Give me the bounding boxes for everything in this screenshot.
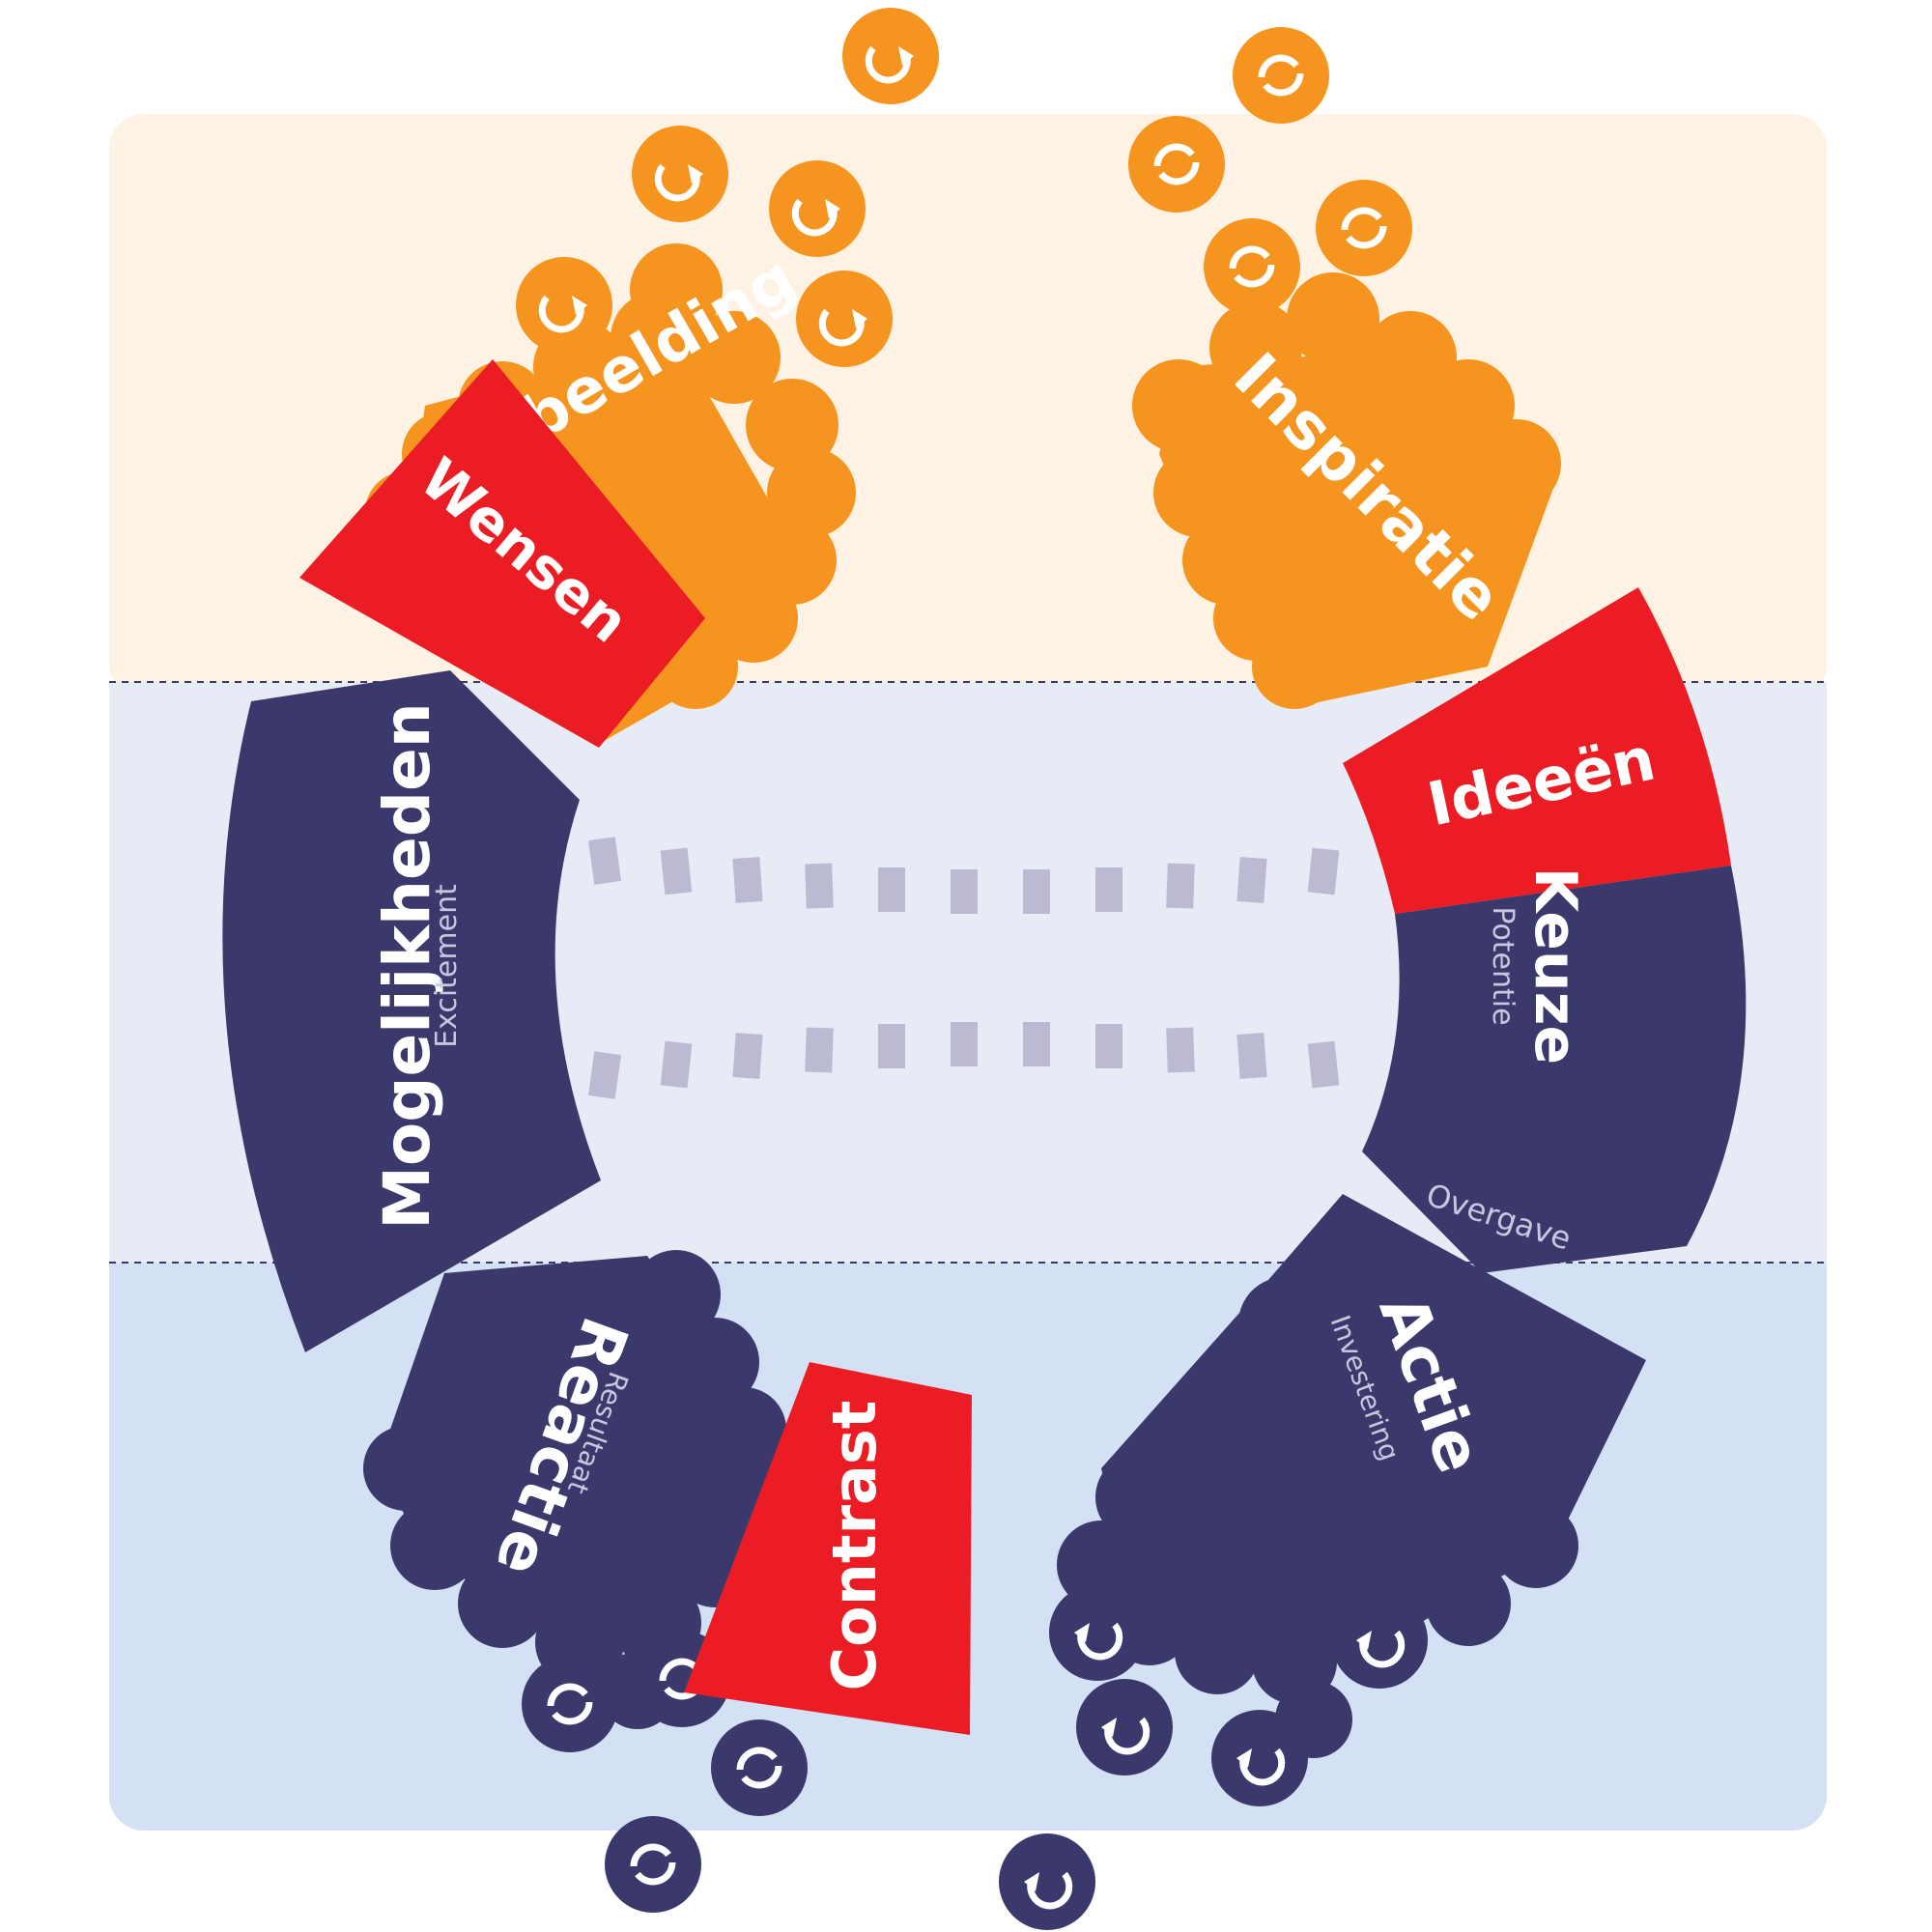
cycle-arrow-icon — [842, 8, 939, 104]
cycle-arrow-icon — [1076, 1679, 1173, 1776]
mogelijkheden-card — [222, 670, 602, 1352]
refresh-icon — [1128, 116, 1225, 213]
actie-blob — [1057, 1194, 1646, 1758]
dash-row-bottom — [587, 1022, 1340, 1099]
cycle-arrow-icon — [516, 257, 612, 354]
keuze-label: Keuze — [1521, 867, 1589, 1065]
cycle-arrow-icon — [1049, 1584, 1146, 1681]
refresh-icon — [711, 1719, 808, 1816]
keuze-card — [1362, 866, 1747, 1273]
cycle-arrow-icon — [769, 160, 866, 257]
dash-row-top — [587, 837, 1340, 914]
refresh-icon — [522, 1656, 618, 1752]
inspiratie-balls — [1128, 27, 1412, 315]
wensen-card — [299, 359, 705, 748]
cycle-arrow-icon — [1211, 1710, 1308, 1806]
cycle-arrow-icon — [796, 270, 893, 367]
refresh-icon — [605, 1816, 701, 1913]
excitement-label: Excitement — [430, 884, 464, 1048]
cycle-arrow-icon — [999, 1833, 1095, 1930]
cycle-arrow-icon — [1331, 1592, 1428, 1689]
refresh-icon — [1204, 218, 1300, 315]
refresh-icon — [1316, 180, 1412, 276]
refresh-icon — [1233, 27, 1329, 124]
contrast-card — [684, 1362, 972, 1735]
mogelijkheden-label: Mogelijkheden — [370, 702, 444, 1230]
ideeen-card — [1343, 587, 1731, 914]
contrast-label: Contrast — [819, 1401, 890, 1691]
cycle-arrow-icon — [632, 126, 728, 222]
potentie-label: Potentie — [1486, 906, 1520, 1025]
center-connector — [587, 837, 1340, 1099]
actie-balls — [999, 1584, 1428, 1930]
inspiratie-blob — [1132, 272, 1561, 709]
verbeelding-balls — [516, 8, 939, 367]
reactie-blob — [363, 1250, 796, 1729]
